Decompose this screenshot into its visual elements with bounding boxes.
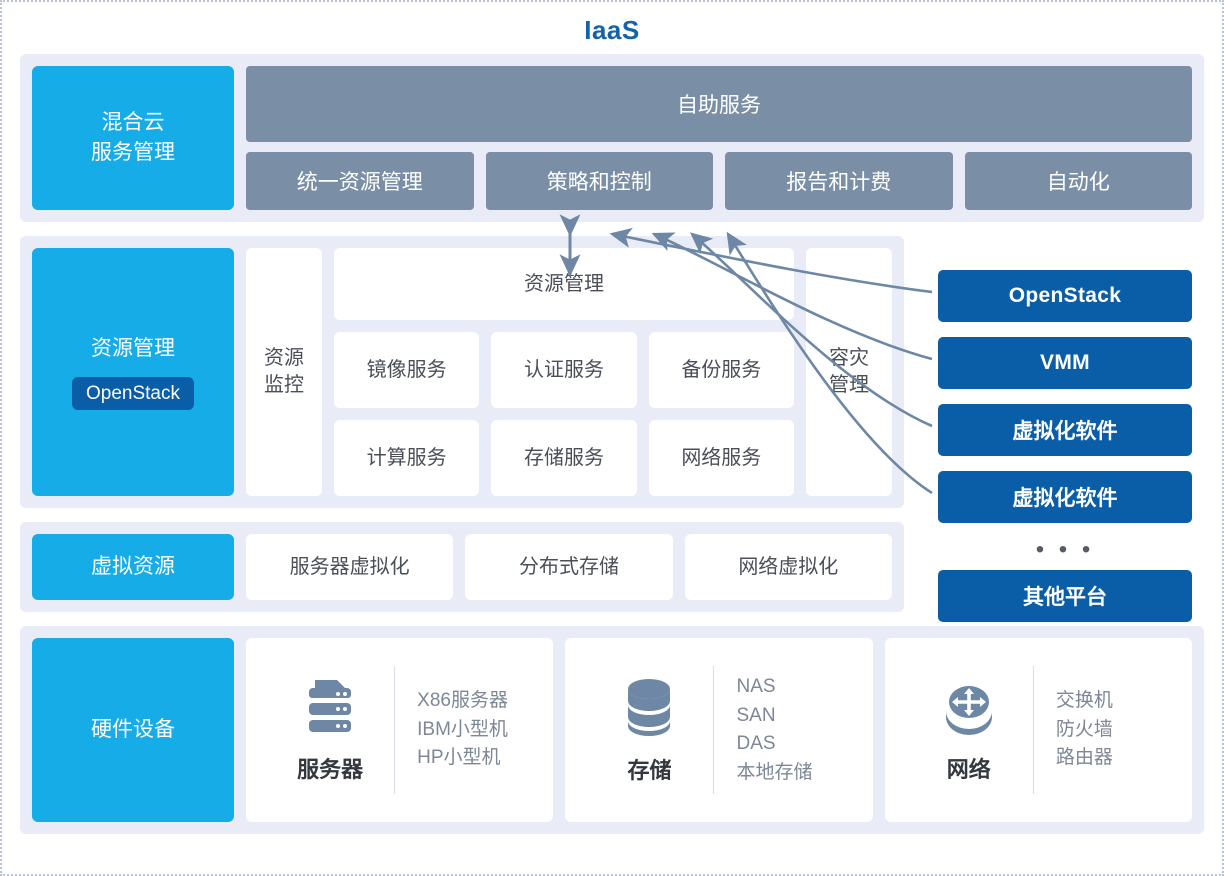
platform-openstack[interactable]: OpenStack (938, 270, 1192, 322)
hardware-network-list-item-0: 交换机 (1055, 690, 1113, 712)
page-title: IaaS (584, 15, 640, 45)
resource-management-card[interactable]: 资源管理 (334, 248, 794, 320)
resource-management-section: 资源管理 OpenStack 资源 监控 资源管理 镜像服务 认证服务 备份服务… (20, 236, 904, 508)
hardware-network-name: 网络 (946, 756, 991, 782)
hardware-server-list-item-0: X86服务器 (417, 690, 508, 712)
platform-ellipsis: • • • (1035, 536, 1095, 563)
virtual-server-virtualization[interactable]: 服务器虚拟化 (246, 534, 454, 600)
hardware-card-network[interactable]: 网络 交换机 防火墙 路由器 (884, 638, 1192, 822)
hardware-storage-name: 存储 (627, 757, 672, 783)
hardware-server-list-item-2: HP小型机 (417, 747, 501, 769)
server-icon (301, 677, 359, 742)
hardware-storage-list-item-1: SAN (736, 704, 776, 726)
hybrid-item-report-billing[interactable]: 报告和计费 (725, 152, 953, 210)
platform-other[interactable]: 其他平台 (938, 570, 1192, 622)
service-backup[interactable]: 备份服务 (648, 332, 794, 408)
resource-management-label-text: 资源管理 (91, 337, 175, 361)
hybrid-cloud-item-row: 统一资源管理 策略和控制 报告和计费 自动化 (246, 152, 1192, 210)
openstack-badge: OpenStack (72, 376, 194, 410)
hardware-network-list-item-1: 防火墙 (1055, 718, 1113, 740)
platform-virtualization-software-1[interactable]: 虚拟化软件 (938, 404, 1192, 456)
hardware-storage-divider (713, 666, 715, 794)
hardware-storage-list-item-2: DAS (736, 733, 776, 754)
hybrid-item-unified-resource-mgmt[interactable]: 统一资源管理 (246, 152, 474, 210)
resource-management-content: 资源 监控 资源管理 镜像服务 认证服务 备份服务 计算服务 存储服务 网络服务 (246, 248, 892, 496)
hybrid-cloud-label-line2: 服务管理 (91, 141, 175, 164)
platform-stack: OpenStack VMM 虚拟化软件 虚拟化软件 • • • 其他平台 (938, 270, 1192, 637)
hardware-server-identity: 服务器 (286, 677, 394, 784)
hardware-server-name: 服务器 (297, 756, 364, 782)
service-row-2: 计算服务 存储服务 网络服务 (334, 420, 794, 496)
virtual-network-virtualization[interactable]: 网络虚拟化 (684, 534, 892, 600)
hardware-storage-list-item-0: NAS (736, 676, 776, 697)
service-compute[interactable]: 计算服务 (334, 420, 480, 496)
resource-monitor-line2: 监控 (264, 374, 304, 396)
hardware-network-list-item-2: 路由器 (1055, 747, 1113, 769)
database-icon (620, 676, 678, 743)
hardware-section: 硬件设备 服务器 (20, 626, 1204, 834)
hardware-storage-list: NAS SAN DAS 本地存储 (714, 673, 832, 787)
service-network[interactable]: 网络服务 (648, 420, 794, 496)
hardware-storage-identity: 存储 (605, 676, 713, 785)
hardware-card-server[interactable]: 服务器 X86服务器 IBM小型机 HP小型机 (246, 638, 554, 822)
hybrid-cloud-label-line1: 混合云 (101, 110, 165, 134)
hardware-server-divider (394, 666, 396, 794)
hardware-network-divider (1032, 666, 1034, 794)
platform-virtualization-software-2[interactable]: 虚拟化软件 (938, 471, 1192, 523)
hybrid-item-automation[interactable]: 自动化 (964, 152, 1192, 210)
hybrid-cloud-label: 混合云 服务管理 (32, 66, 234, 210)
service-row-1: 镜像服务 认证服务 备份服务 (334, 332, 794, 408)
virtual-resource-section: 虚拟资源 服务器虚拟化 分布式存储 网络虚拟化 (20, 522, 904, 612)
disaster-recovery-line2: 管理 (829, 374, 869, 396)
hybrid-cloud-section: 混合云 服务管理 自助服务 统一资源管理 策略和控制 报告和计费 自动化 (20, 54, 1204, 222)
service-image[interactable]: 镜像服务 (334, 332, 480, 408)
resource-monitor-card[interactable]: 资源 监控 (246, 248, 322, 496)
service-storage[interactable]: 存储服务 (491, 420, 637, 496)
hardware-network-identity: 网络 (925, 677, 1033, 784)
hardware-label: 硬件设备 (32, 638, 234, 822)
self-service-box[interactable]: 自助服务 (246, 66, 1192, 142)
hardware-server-list-item-1: IBM小型机 (417, 718, 508, 740)
hardware-storage-list-item-3: 本地存储 (736, 761, 813, 783)
resource-monitor-line1: 资源 (264, 347, 304, 369)
service-grid: 资源管理 镜像服务 认证服务 备份服务 计算服务 存储服务 网络服务 (334, 248, 794, 496)
disaster-recovery-line1: 容灾 (829, 347, 869, 369)
platform-vmm[interactable]: VMM (938, 337, 1192, 389)
hardware-card-storage[interactable]: 存储 NAS SAN DAS 本地存储 (565, 638, 873, 822)
resource-management-label: 资源管理 OpenStack (32, 248, 234, 496)
router-icon (940, 677, 998, 742)
disaster-recovery-card[interactable]: 容灾 管理 (806, 248, 892, 496)
hybrid-cloud-content: 自助服务 统一资源管理 策略和控制 报告和计费 自动化 (246, 66, 1192, 210)
service-auth[interactable]: 认证服务 (491, 332, 637, 408)
virtual-resource-label: 虚拟资源 (32, 534, 234, 600)
hardware-server-list: X86服务器 IBM小型机 HP小型机 (395, 687, 513, 773)
virtual-distributed-storage[interactable]: 分布式存储 (465, 534, 673, 600)
hybrid-item-policy-control[interactable]: 策略和控制 (485, 152, 713, 210)
hardware-network-list: 交换机 防火墙 路由器 (1034, 687, 1152, 773)
